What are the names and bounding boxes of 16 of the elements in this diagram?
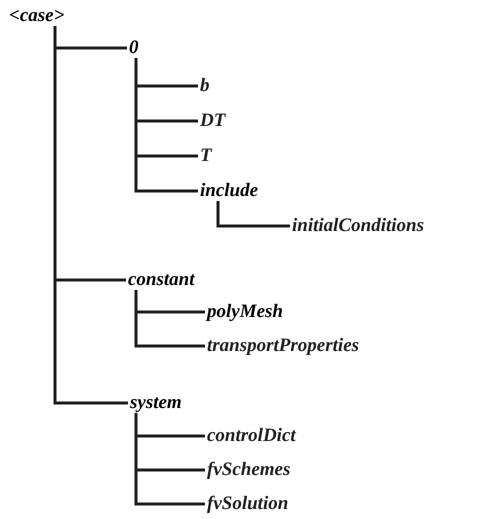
file-name: T — [200, 144, 212, 168]
file-name: fvSchemes — [207, 458, 290, 482]
folder-name: 0 — [129, 36, 138, 60]
folder-name: system — [130, 391, 182, 415]
tree-connector — [216, 201, 290, 228]
folder-name: polyMesh — [207, 300, 283, 324]
file-name: controlDict — [207, 424, 296, 448]
folder-name: include — [200, 179, 258, 203]
tree-connector — [54, 26, 128, 404]
folder-name: <case> — [9, 4, 64, 28]
file-name: DT — [200, 109, 226, 133]
file-name: initialConditions — [292, 214, 424, 238]
file-name: b — [200, 74, 210, 98]
folder-name: constant — [128, 268, 195, 292]
file-name: transportProperties — [207, 334, 360, 358]
file-name: fvSolution — [207, 492, 288, 516]
